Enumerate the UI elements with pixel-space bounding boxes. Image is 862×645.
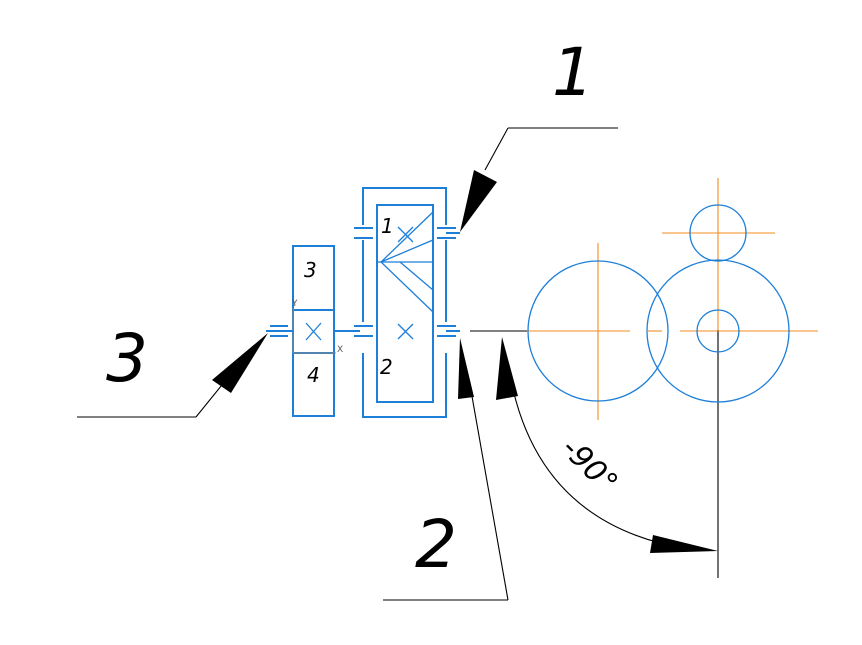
- gear-4-label: 4: [307, 363, 320, 387]
- angle-arrowhead-upper: [496, 337, 518, 400]
- angle-dimension: -90°: [470, 330, 719, 578]
- leader-2-arrowhead: [458, 338, 474, 399]
- leader-3: 3: [77, 320, 268, 418]
- leader-1-label: 1: [552, 34, 594, 111]
- angle-arrowhead-lower: [650, 535, 718, 553]
- gearbox-housing: 1 2: [354, 187, 460, 418]
- axis-x-label: X: [337, 345, 343, 355]
- axis-y-label: Y: [291, 299, 298, 309]
- leader-2-label: 2: [415, 506, 457, 583]
- gear-3-label: 3: [304, 258, 317, 282]
- gear-pinion-top: [689, 204, 747, 262]
- gear-hub: [696, 309, 740, 353]
- leader-1: 1: [460, 34, 618, 232]
- gear-wheel-large: [527, 260, 669, 402]
- leader-3-label: 3: [106, 320, 148, 397]
- leader-2: 2: [383, 338, 509, 601]
- gear-2-label: 2: [380, 355, 393, 379]
- input-shaft: [266, 325, 360, 337]
- gear-side-view: [527, 178, 818, 420]
- leader-1-arrowhead: [460, 170, 497, 232]
- gear-wheel-right: [646, 259, 790, 403]
- gear-1-label: 1: [381, 214, 394, 238]
- leader-3-arrowhead: [212, 333, 268, 393]
